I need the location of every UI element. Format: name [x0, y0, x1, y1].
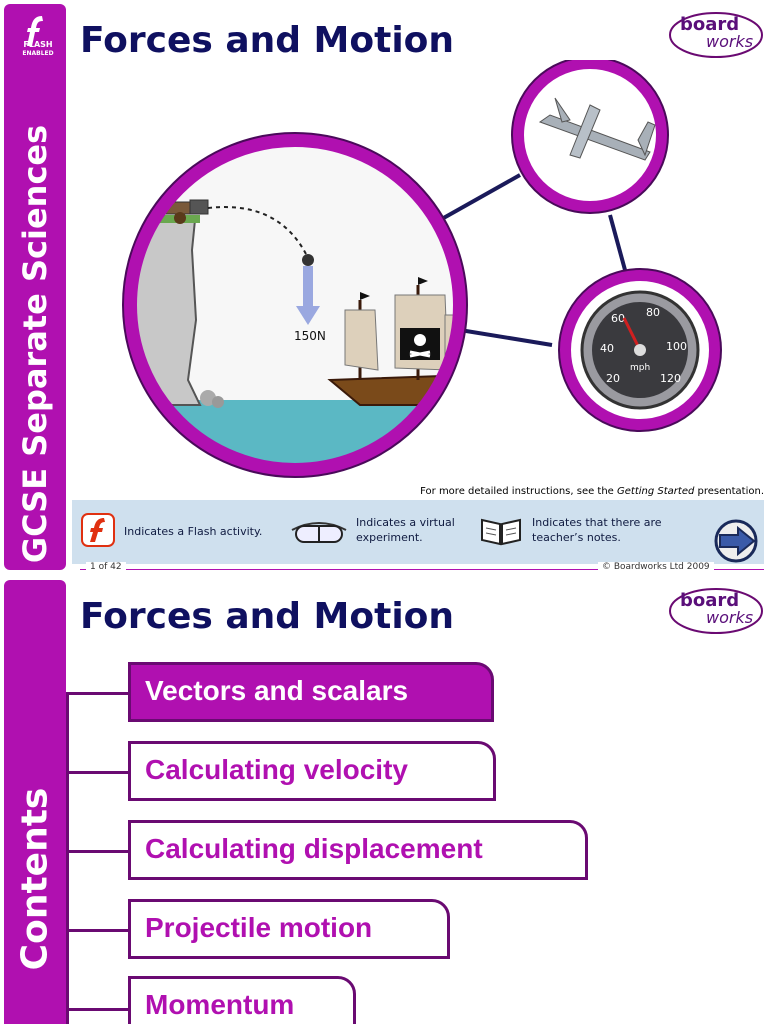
next-slide-button[interactable]	[710, 518, 760, 564]
menu-item-label: Projectile motion	[145, 912, 373, 943]
menu-connector	[66, 1008, 128, 1011]
menu-item-label: Calculating displacement	[145, 833, 483, 864]
flash-enabled-badge: FLASH ENABLED	[12, 10, 64, 62]
sidebar-title-contents: Contents	[14, 787, 56, 971]
forces-illustration: 150N 60 80 40 100 20 120 mph	[122, 60, 722, 478]
svg-text:40: 40	[600, 342, 614, 355]
flash-badge-label: FLASH	[23, 40, 53, 49]
legend-virtual-text-2: experiment.	[356, 531, 423, 544]
menu-connector	[66, 692, 128, 695]
logo-word-1: board	[680, 14, 740, 35]
contents-slide: Contents Forces and Motion board works V…	[0, 580, 768, 1024]
menu-item-momentum[interactable]: Momentum	[128, 976, 356, 1024]
sidebar-title: GCSE Separate Sciences	[16, 124, 54, 563]
svg-text:100: 100	[666, 340, 687, 353]
legend-notes-text-1: Indicates that there are	[532, 516, 662, 529]
force-label: 150N	[294, 329, 326, 343]
instructions-prefix: For more detailed instructions, see the	[420, 486, 618, 497]
flash-badge-sublabel: ENABLED	[22, 50, 54, 57]
menu-item-calculating-velocity[interactable]: Calculating velocity	[128, 741, 496, 801]
boardworks-logo: board works	[668, 10, 764, 60]
logo-word-1-contents: board	[680, 590, 740, 611]
svg-text:20: 20	[606, 372, 620, 385]
legend-panel	[72, 500, 764, 564]
gauge-unit: mph	[630, 363, 650, 373]
sidebar-banner-contents: Contents	[4, 580, 66, 1024]
goggles-icon	[291, 522, 347, 543]
speedometer-icon: 60 80 40 100 20 120 mph	[580, 290, 700, 410]
legend-virtual-text-1: Indicates a virtual	[356, 516, 455, 529]
flash-logo-icon	[12, 10, 64, 62]
menu-item-label: Momentum	[145, 989, 295, 1020]
instructions-text: For more detailed instructions, see the …	[300, 486, 764, 497]
legend-flash-text: Indicates a Flash activity.	[124, 525, 263, 538]
boardworks-logo-contents: board works	[668, 586, 764, 636]
menu-connector	[66, 929, 128, 932]
getting-started-ref: Getting Started	[617, 486, 695, 497]
arrow-right-icon	[719, 525, 756, 557]
instructions-suffix: presentation.	[694, 486, 764, 497]
menu-item-vectors-and-scalars[interactable]: Vectors and scalars	[128, 662, 494, 722]
legend-notes-text-2: teacher’s notes.	[532, 531, 621, 544]
page-title: Forces and Motion	[80, 20, 455, 61]
logo-word-2-contents: works	[706, 608, 754, 627]
book-icon	[481, 518, 521, 546]
menu-connector	[66, 850, 128, 853]
footer-divider	[80, 569, 764, 570]
logo-word-2: works	[706, 32, 754, 51]
svg-text:60: 60	[611, 312, 625, 325]
menu-item-label: Vectors and scalars	[145, 675, 409, 706]
menu-connector-spine	[66, 692, 69, 1024]
airplane-icon	[538, 97, 656, 161]
menu-connector	[66, 771, 128, 774]
svg-text:80: 80	[646, 306, 660, 319]
sidebar-banner: FLASH ENABLED GCSE Separate Sciences	[4, 4, 66, 570]
svg-text:120: 120	[660, 372, 681, 385]
title-slide: FLASH ENABLED GCSE Separate Sciences For…	[4, 4, 764, 572]
menu-item-calculating-displacement[interactable]: Calculating displacement	[128, 820, 588, 880]
page-number: 1 of 42	[86, 562, 126, 572]
page-title-contents: Forces and Motion	[80, 596, 455, 637]
copyright: © Boardworks Ltd 2009	[598, 562, 714, 572]
flash-icon	[81, 513, 115, 547]
menu-item-label: Calculating velocity	[145, 754, 408, 785]
menu-item-projectile-motion[interactable]: Projectile motion	[128, 899, 450, 959]
